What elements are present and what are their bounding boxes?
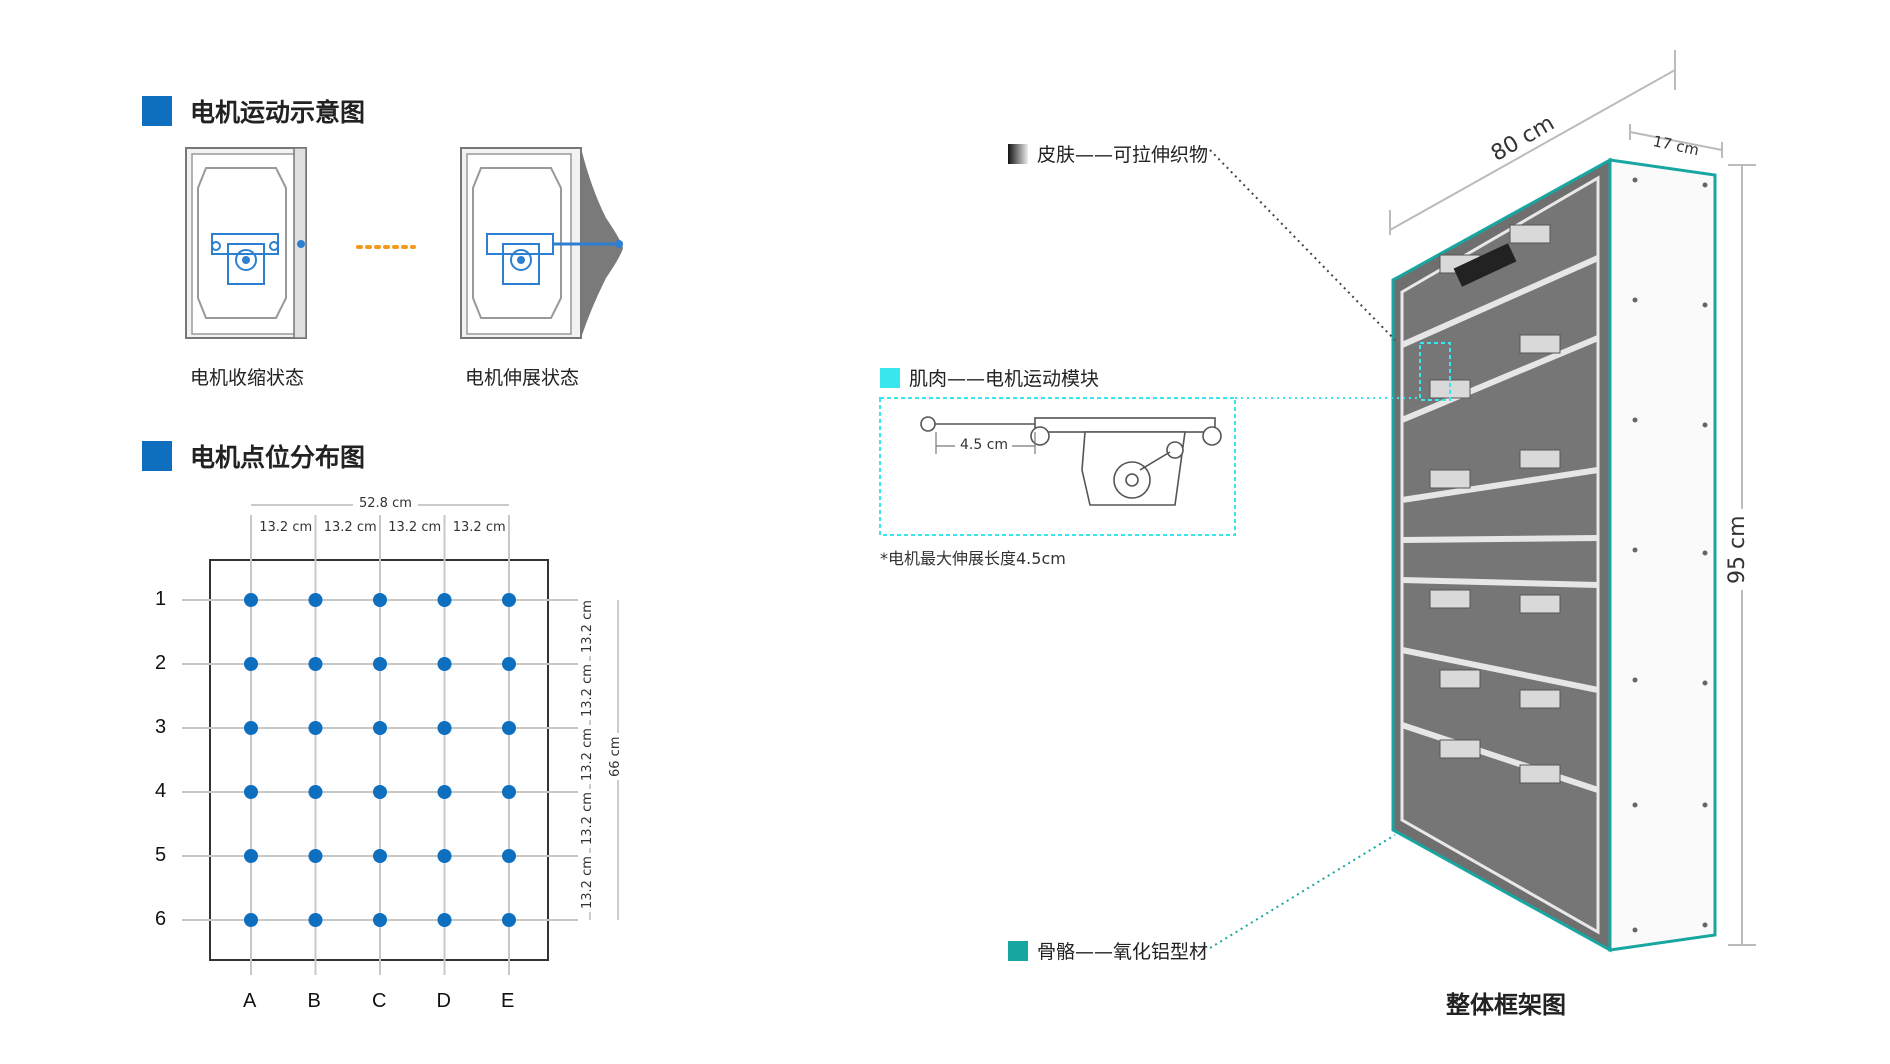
retracted-caption: 电机收缩状态 xyxy=(190,367,305,389)
motor-point-e5 xyxy=(502,849,516,863)
motor-point-e3 xyxy=(502,721,516,735)
motor-point-d4 xyxy=(437,785,452,799)
motor-point-d3 xyxy=(437,721,452,735)
motor-point-c5 xyxy=(373,849,387,863)
col-spacing-label: 13.2 cm xyxy=(388,520,442,535)
motor-point-c2 xyxy=(373,657,387,671)
motor-point-a6 xyxy=(244,913,258,927)
col-spacing-label: 13.2 cm xyxy=(259,520,313,535)
motor-note: *电机最大伸展长度4.5cm xyxy=(880,549,1066,568)
skin-leader xyxy=(1209,149,1396,341)
skin-gradient-swatch xyxy=(1008,143,1028,164)
motor-point-c3 xyxy=(373,721,387,735)
bone-swatch xyxy=(1008,940,1028,961)
section-marker xyxy=(142,441,172,471)
motor-module-drawing xyxy=(920,416,1222,506)
motor-point-e4 xyxy=(502,785,516,799)
side-bolts xyxy=(1632,177,1708,933)
motor-point-b4 xyxy=(308,785,323,799)
motor-point-d1 xyxy=(437,593,452,607)
bone-leader xyxy=(1209,834,1396,949)
extended-module xyxy=(460,147,623,339)
motor-point-e2 xyxy=(502,657,516,671)
motor-point-a2 xyxy=(244,657,258,671)
motor-point-c4 xyxy=(373,785,387,799)
motor-extension-dim: 4.5 cm xyxy=(960,437,1009,453)
motor-point-a5 xyxy=(244,849,258,863)
motor-clusters xyxy=(1429,224,1561,784)
col-label-a: A xyxy=(243,990,257,1012)
extended-caption: 电机伸展状态 xyxy=(465,367,580,389)
col-spacing-label: 13.2 cm xyxy=(452,520,506,535)
muscle-label: 肌肉——电机运动模块 xyxy=(880,364,1099,391)
motor-point-b3 xyxy=(308,721,323,735)
skin-label: 皮肤——可拉伸织物 xyxy=(1008,140,1208,167)
motor-point-d6 xyxy=(437,913,452,927)
bone-label: 骨骼——氧化铝型材 xyxy=(1008,937,1208,964)
col-spacing-label: 13.2 cm xyxy=(323,520,377,535)
row-label-3: 3 xyxy=(155,716,167,738)
motor-point-e1 xyxy=(502,593,516,607)
motor-point-a1 xyxy=(244,593,258,607)
rails xyxy=(1400,255,1600,793)
motor-point-a3 xyxy=(244,721,258,735)
row-label-1: 1 xyxy=(155,588,167,610)
row-label-6: 6 xyxy=(155,908,167,930)
motor-point-c6 xyxy=(373,913,387,927)
height-dim: 95 cm xyxy=(1725,509,1750,590)
total-width-label: 52.8 cm xyxy=(353,496,418,511)
motor-point-b2 xyxy=(308,657,323,671)
retracted-module xyxy=(185,147,307,339)
motor-point-c1 xyxy=(373,593,387,607)
motor-point-b5 xyxy=(308,849,323,863)
section-marker xyxy=(142,96,172,126)
muscle-swatch xyxy=(880,367,900,388)
frame-title: 整体框架图 xyxy=(1446,991,1566,1019)
layout-section-title: 电机点位分布图 xyxy=(142,438,365,474)
col-label-b: B xyxy=(307,990,321,1012)
motor-point-b6 xyxy=(308,913,323,927)
motion-section-title: 电机运动示意图 xyxy=(142,93,365,129)
col-label-c: C xyxy=(372,990,387,1012)
motor-point-b1 xyxy=(308,593,323,607)
row-label-5: 5 xyxy=(155,844,167,866)
motor-point-a4 xyxy=(244,785,258,799)
muscle-detail-box xyxy=(879,397,1236,536)
muscle-highlight xyxy=(1419,342,1451,401)
col-label-e: E xyxy=(501,990,515,1012)
row-label-4: 4 xyxy=(155,780,167,802)
col-label-d: D xyxy=(436,990,451,1012)
motor-point-d2 xyxy=(437,657,452,671)
motor-point-d5 xyxy=(437,849,452,863)
row-label-2: 2 xyxy=(155,652,167,674)
motor-point-e6 xyxy=(502,913,516,927)
